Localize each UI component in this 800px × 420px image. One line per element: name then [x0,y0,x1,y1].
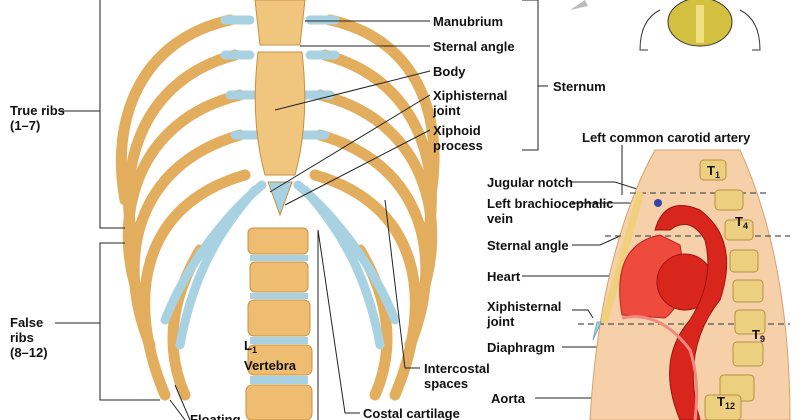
label-line: process [433,138,483,153]
label-t9: T9 [752,327,765,347]
label-body: Body [433,64,466,79]
label-letter: T [707,163,715,178]
label-jugular-notch: Jugular notch [487,175,573,190]
label-line: Xiphoid [433,123,481,138]
label-t1: T1 [707,163,720,183]
label-line: Xiphisternal [487,299,562,314]
label-true-ribs: True ribs(1–7) [10,103,65,133]
label-subscript: 9 [759,334,765,344]
thumbnail-torso [639,0,761,51]
sagittal-view [578,0,791,420]
label-sternal-angle: Sternal angle [433,39,515,54]
label-t12: T12 [717,394,735,414]
label-sternal-angle-right: Sternal angle [487,238,569,253]
label-t4: T4 [735,214,748,234]
label-letter: T [735,214,743,229]
label-line: Xiphisternal [433,88,508,103]
label-letter: T [717,394,725,409]
label-subscript: 12 [724,401,735,411]
label-line: ribs [10,330,34,345]
label-line: joint [433,103,461,118]
rib-cage [115,14,440,401]
label-line: False [10,315,44,330]
label-line: Intercostal [424,361,490,376]
label-line: spaces [424,376,469,391]
label-subscript: 1 [251,345,257,355]
sternum [254,0,306,217]
leader-lines [55,0,680,420]
vertebral-column [245,227,313,420]
label-aorta: Aorta [491,391,525,406]
label-letter: L [244,338,252,353]
label-letter: T [752,327,760,342]
label-subscript: 4 [742,221,748,231]
label-line: vein [487,211,514,226]
label-line: joint [487,314,515,329]
label-subscript: 1 [714,170,720,180]
label-heart: Heart [487,269,521,284]
label-sternum: Sternum [553,79,606,94]
label-line: True ribs [10,103,65,118]
label-costal-cartilage: Costal cartilage [363,406,460,420]
label-line: (1–7) [10,118,41,133]
label-line: Left brachiocephalic [487,196,614,211]
label-line: (8–12) [10,345,48,360]
label-diaphragm: Diaphragm [487,340,555,355]
label-left-common-carotid: Left common carotid artery [582,130,751,145]
label-floating-ribs: Floating [190,412,241,420]
label-line: Vertebra [244,358,297,373]
label-manubrium: Manubrium [433,14,504,29]
